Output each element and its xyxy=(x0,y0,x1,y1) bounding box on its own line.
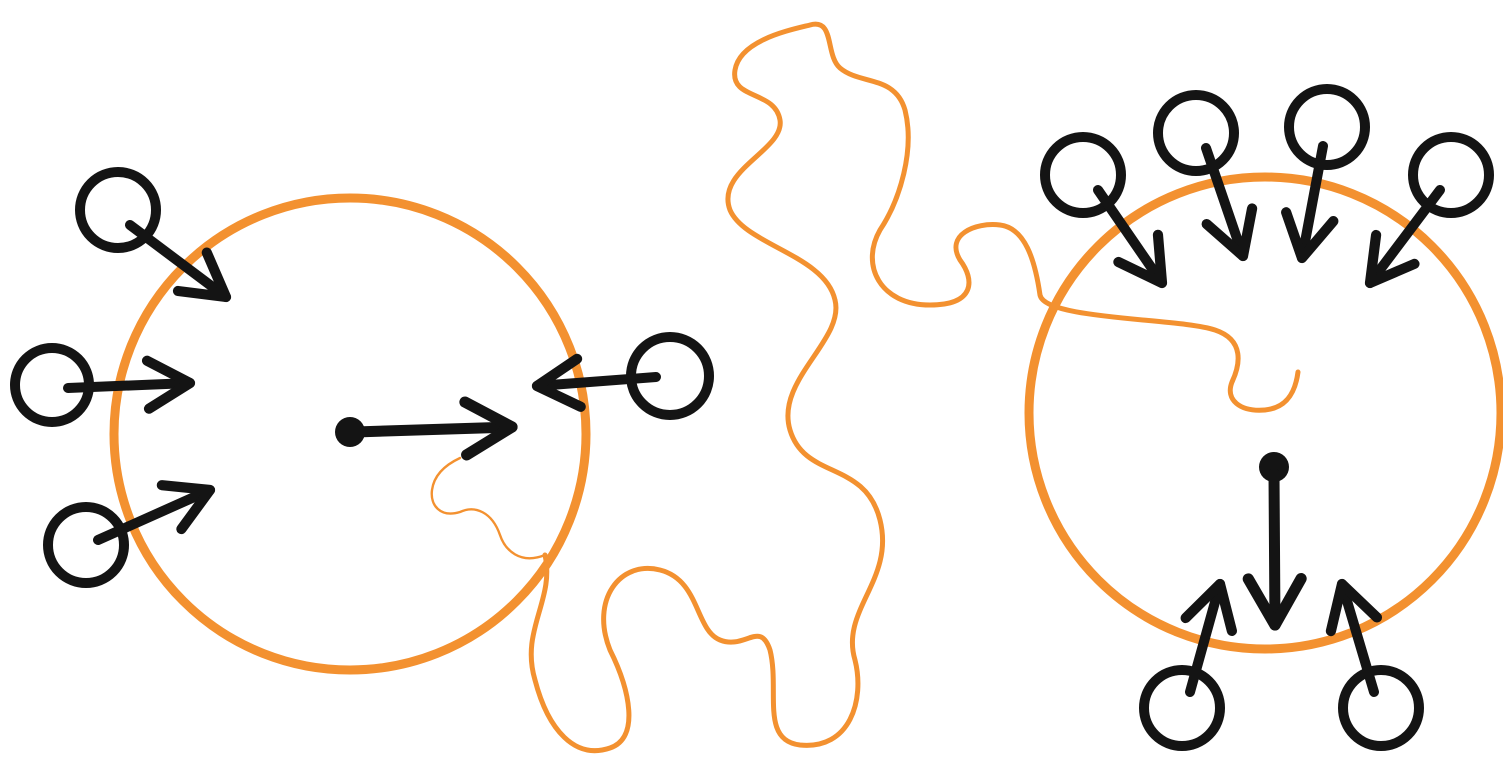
right-particle-bottom-1 xyxy=(1144,584,1220,746)
left-particle-right xyxy=(537,337,709,415)
right-particle-bottom-2 xyxy=(1342,584,1419,746)
right-particle-top-3 xyxy=(1289,89,1365,258)
left-cell-outgoing-arrow xyxy=(355,427,512,432)
right-cell-outgoing-arrow xyxy=(1274,474,1275,625)
left-particle-top xyxy=(80,172,226,297)
left-cell-strand-tail xyxy=(432,458,545,558)
right-cell-membrane xyxy=(1029,177,1501,649)
right-cell xyxy=(1029,89,1501,746)
left-cell xyxy=(15,172,709,670)
connecting-strand xyxy=(531,24,1298,751)
left-particle-middle xyxy=(15,348,190,422)
